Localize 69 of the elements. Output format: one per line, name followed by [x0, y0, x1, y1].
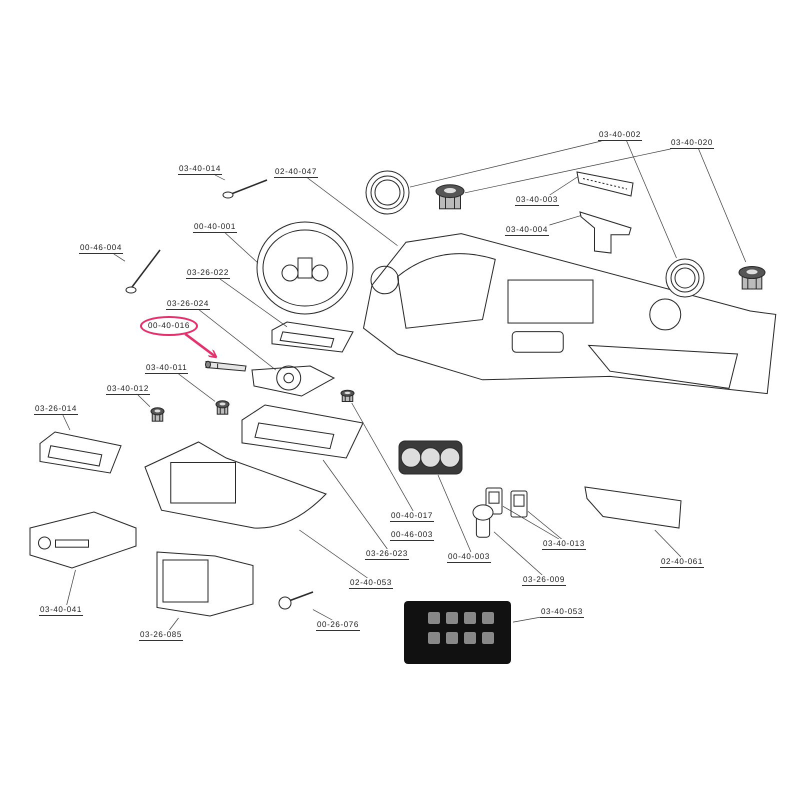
leader-line: [528, 511, 562, 540]
trim-panel-drawing: [583, 485, 683, 530]
part-number: 03-40-041: [39, 605, 83, 616]
leader-line: [307, 178, 398, 246]
leader-line: [312, 609, 333, 620]
circled-part-number: 00-40-016: [140, 316, 198, 336]
radio-drawing: [28, 510, 138, 570]
part-number: 03-40-011: [145, 363, 188, 374]
part-number: 03-40-003: [515, 195, 559, 206]
knob-drawing: [150, 405, 165, 423]
part-number: 00-40-003: [447, 552, 491, 563]
bolt-drawing: [278, 590, 313, 610]
cap-drawing: [340, 388, 355, 403]
knob-drawing: [215, 398, 230, 416]
leader-line: [299, 530, 368, 578]
air-duct-drawing: [578, 210, 633, 255]
control-panel-drawing: [398, 440, 463, 475]
leader-line: [438, 474, 472, 552]
part-number: 03-40-014: [178, 164, 222, 175]
leader-line: [138, 394, 150, 408]
leader-line: [502, 506, 560, 540]
leader-line: [220, 278, 288, 328]
part-number: 03-40-053: [540, 607, 584, 618]
leader-line: [549, 215, 582, 226]
part-number: 03-26-009: [522, 575, 566, 586]
part-number: 00-26-076: [316, 620, 360, 631]
cover-drawing: [270, 320, 355, 354]
leader-line: [494, 532, 542, 576]
steering-shroud-drawing: [240, 403, 365, 460]
switch-drawing: [510, 490, 528, 518]
part-number: 02-40-061: [660, 557, 704, 568]
air-vent-drawing: [365, 170, 410, 215]
part-number: 03-26-022: [186, 268, 230, 279]
leader-line: [654, 530, 682, 558]
part-number: 03-26-024: [166, 299, 210, 310]
leader-line: [626, 140, 677, 258]
leader-line: [178, 374, 216, 402]
leader-line: [549, 176, 578, 196]
leader-line: [62, 414, 70, 430]
leader-line: [512, 616, 540, 622]
part-number: 00-46-003: [390, 530, 434, 541]
part-number: 03-40-004: [505, 225, 549, 236]
air-vent-drawing: [665, 258, 705, 298]
leader-line: [113, 254, 126, 262]
part-number: 03-40-012: [106, 384, 150, 395]
leader-line: [698, 148, 746, 262]
wire-drawing: [125, 250, 160, 295]
part-number: 03-26-085: [139, 630, 183, 641]
storage-bin-drawing: [38, 430, 123, 475]
leader-line: [410, 140, 602, 188]
arrow: [184, 333, 218, 358]
leader-line: [224, 232, 258, 264]
leader-line: [214, 174, 226, 180]
leader-line: [464, 148, 671, 194]
part-number: 00-46-004: [79, 243, 123, 254]
part-number: 00-40-001: [193, 222, 237, 233]
leader-line: [322, 460, 388, 550]
leader-line: [169, 618, 179, 630]
part-number: 03-40-002: [598, 130, 642, 141]
part-number: 02-40-053: [349, 578, 393, 589]
part-number: 03-40-013: [542, 539, 586, 550]
part-number: 03-26-014: [34, 404, 78, 415]
part-number: 03-40-020: [670, 138, 714, 149]
part-number: 02-40-047: [274, 167, 318, 178]
part-number: 00-40-017: [390, 511, 434, 522]
leader-line: [66, 570, 76, 606]
leader-line: [351, 402, 414, 512]
part-number: 03-26-023: [365, 549, 409, 560]
wire-drawing: [222, 180, 267, 200]
